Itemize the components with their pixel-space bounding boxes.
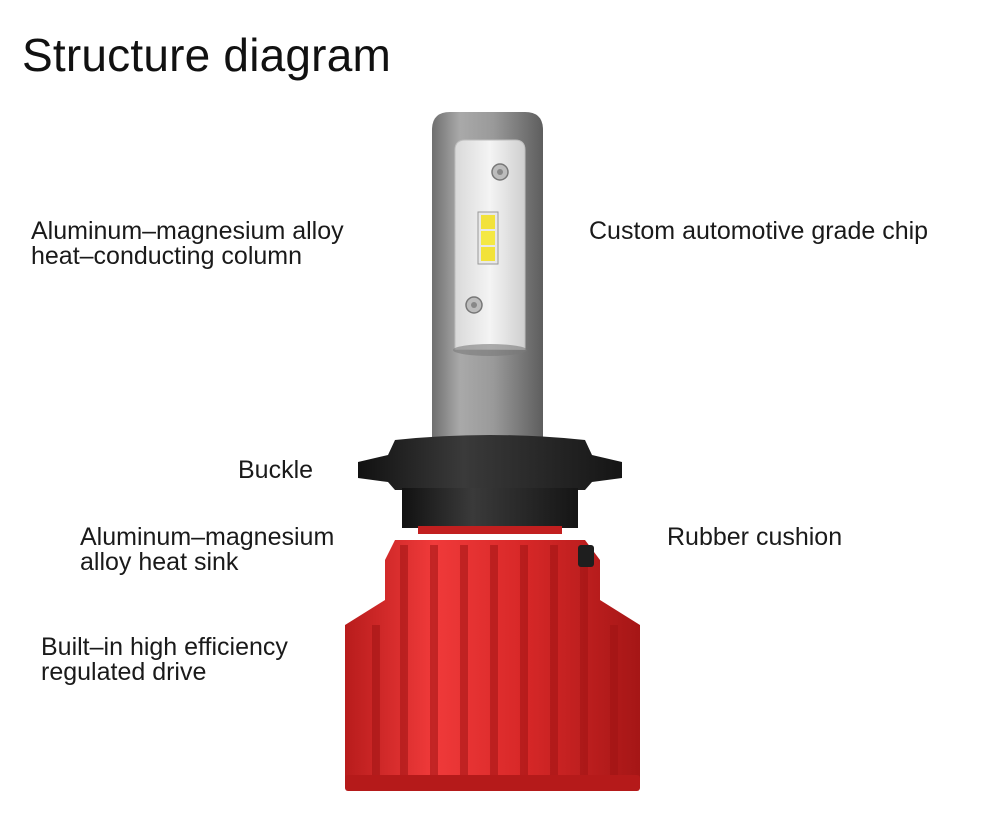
label-line: heat–conducting column	[31, 242, 303, 270]
label-line: Buckle	[238, 456, 314, 484]
label-heat-conducting-column: Aluminum–magnesium alloy heat–conducting…	[31, 219, 344, 269]
heat-sink-fin	[460, 545, 468, 775]
heat-conducting-column	[432, 112, 543, 445]
rubber-cushion	[578, 545, 594, 567]
led-chip	[477, 211, 499, 265]
heat-sink-fin	[520, 545, 528, 775]
label-automotive-chip: Custom automotive grade chip	[589, 219, 928, 244]
label-line: Custom automotive grade chip	[589, 217, 929, 245]
label-line: Aluminum–magnesium	[80, 523, 335, 551]
label-regulated-drive: Built–in high efficiency regulated drive	[41, 635, 288, 685]
heat-sink	[345, 540, 640, 791]
heat-sink-fin	[550, 545, 558, 775]
heat-sink-fin	[400, 545, 408, 775]
label-line: alloy heat sink	[80, 548, 239, 576]
label-line: Rubber cushion	[667, 523, 843, 551]
heat-sink-fin	[610, 625, 618, 775]
label-line: Built–in high efficiency	[41, 633, 288, 661]
label-heat-sink: Aluminum–magnesium alloy heat sink	[80, 525, 334, 575]
heat-sink-fin	[430, 545, 438, 775]
buckle-ring	[358, 435, 622, 534]
label-line: regulated drive	[41, 658, 207, 686]
heat-sink-fin	[490, 545, 498, 775]
label-line: Aluminum–magnesium alloy	[31, 217, 344, 245]
heat-sink-fin	[580, 545, 588, 775]
diagram-title: Structure diagram	[22, 29, 391, 81]
heat-sink-fin	[372, 625, 380, 775]
screw-icon	[491, 163, 509, 181]
screw-icon	[465, 296, 483, 314]
label-buckle: Buckle	[238, 458, 313, 483]
label-rubber-cushion: Rubber cushion	[667, 525, 842, 550]
